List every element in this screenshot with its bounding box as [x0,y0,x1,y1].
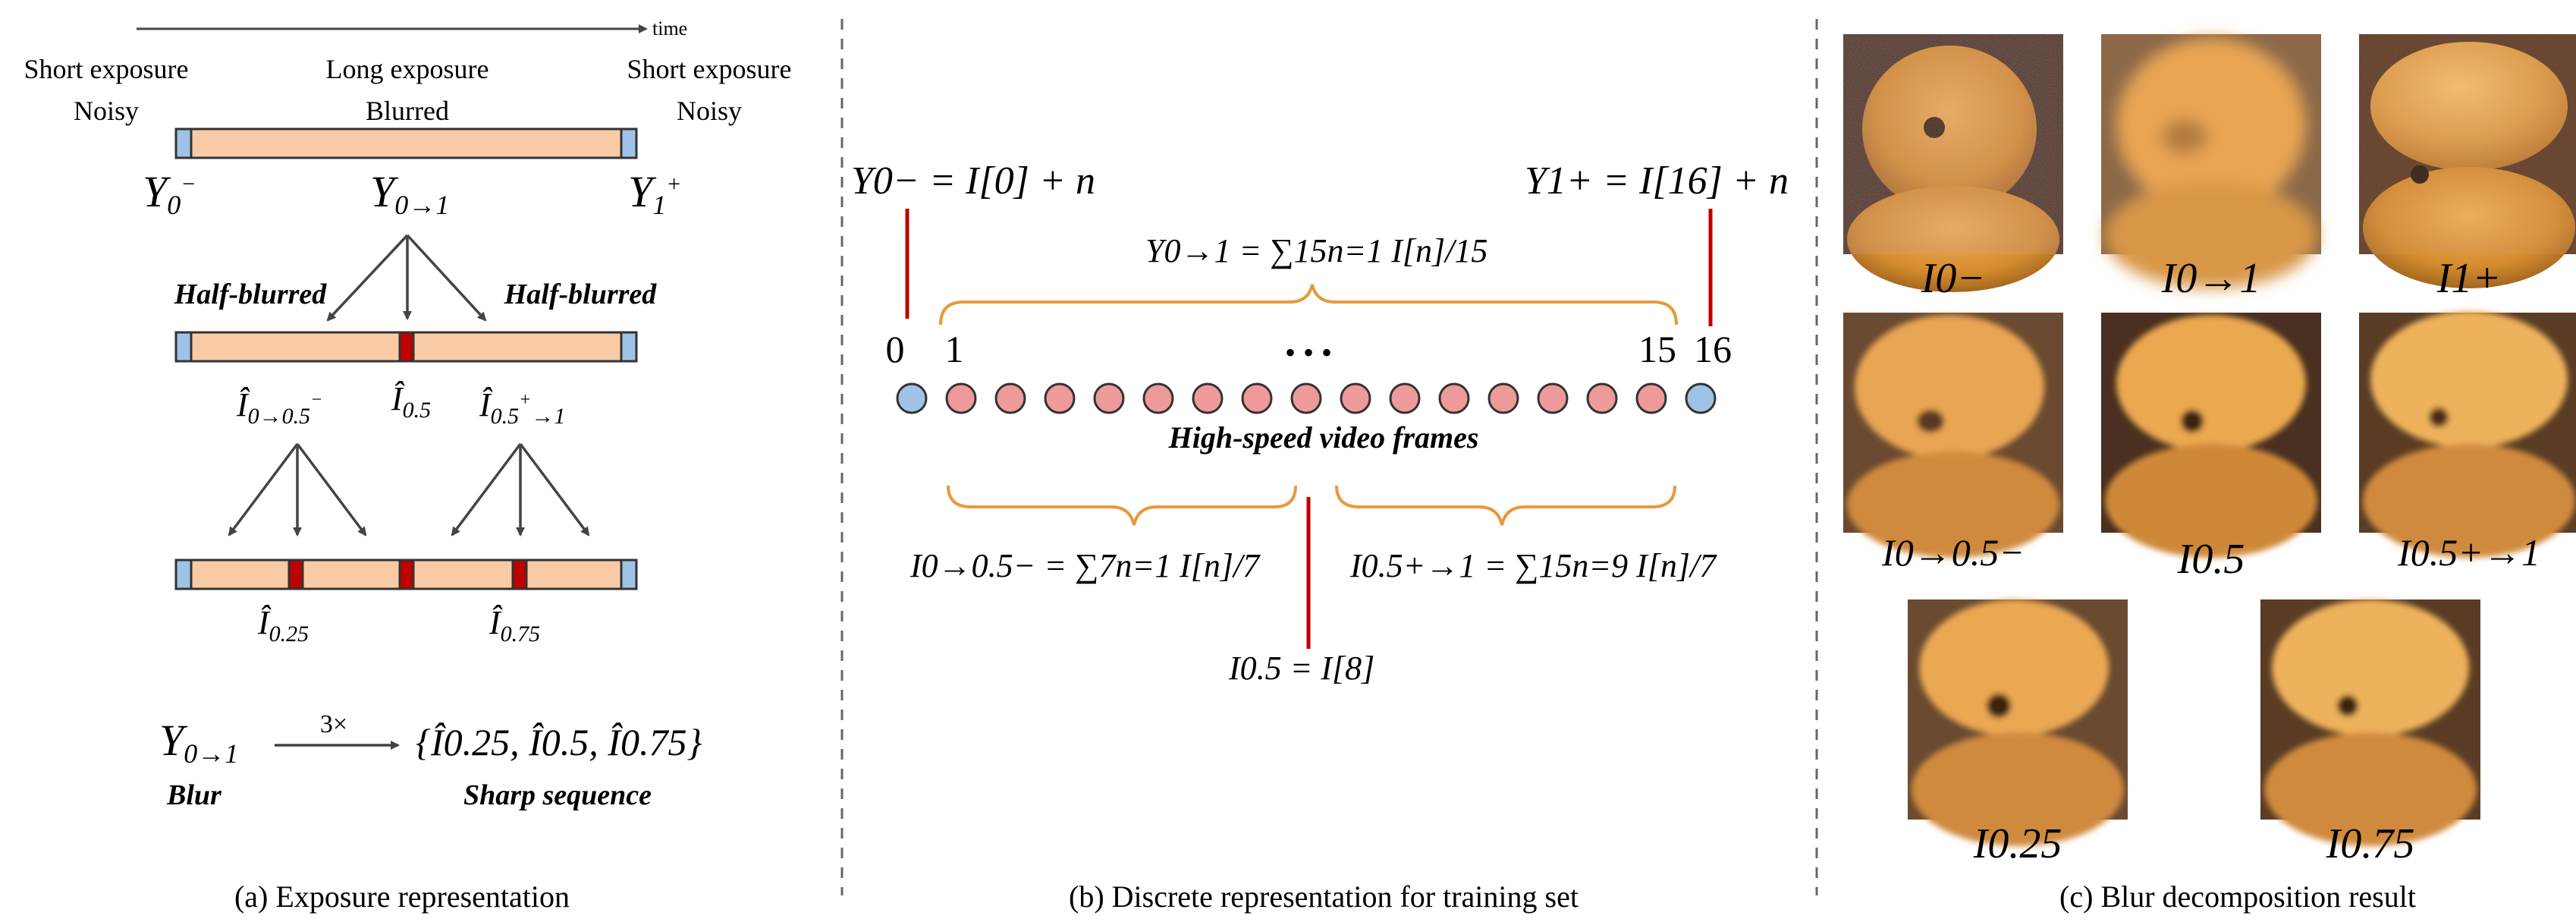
half-blurred-left: Half-blurred [174,278,328,310]
marker-075 [511,559,528,590]
label-i1plus: I1+ [2436,255,2501,302]
label-0: 0 [886,328,905,370]
arrow-split-left [326,234,409,322]
label-blurred: Blurred [366,96,449,126]
photo-i05 [2101,313,2321,558]
exposure-bar-1 [174,127,638,159]
frame-circle-9 [1340,382,1371,414]
y01-equation: Y0→1 = ∑15n=1 I[n]/15 [1145,232,1487,269]
arrow-3x-label: 3× [320,710,347,738]
photo-i075 [2260,599,2480,846]
frame-circle-11 [1438,382,1470,414]
label-i0minus: I0− [1921,255,1985,302]
frame-circle-10 [1389,382,1421,414]
panel-c: I0− I0→1 I1+ I0→0.5− I0.5 I0.5+→1 I0.25 … [1843,34,2576,914]
i-left-equation: I0→0.5− = ∑7n=1 I[n]/7 [909,547,1261,584]
label-long-exposure: Long exposure [326,54,489,84]
label-16: 16 [1694,328,1732,370]
i-075-label: Î0.75 [488,604,540,647]
i-05-1-label: Î0.5+→1 [479,386,565,429]
frames-label: High-speed video frames [1168,420,1479,455]
frame-circle-15 [1635,382,1667,414]
y0minus-label: Y0− [143,167,196,220]
brace-right [1335,485,1676,526]
label-noisy-right: Noisy [677,96,742,126]
frame-circle-16 [1685,382,1717,414]
label-1: 1 [945,328,964,370]
i-05-label: Î0.5 [391,380,431,423]
i-025-label: Î0.25 [257,604,309,647]
label-short-exposure-left: Short exposure [24,54,189,84]
label-noisy-left: Noisy [74,96,139,126]
brace-left [947,485,1297,526]
y0to1-label: Y0→1 [370,167,449,220]
arrow-fork-1c [296,442,367,537]
frame-circle-1 [945,382,977,414]
photo-i05-1 [2359,311,2576,558]
label-i0-05minus: I0→0.5− [1881,531,2025,574]
caption-b: (b) Discrete representation for training… [1069,880,1579,914]
exposure-bar-2 [174,331,638,363]
y0-equation: Y0− = I[0] + n [851,159,1095,203]
frame-circle-8 [1290,382,1322,414]
frame-circle-4 [1093,382,1125,414]
frame-circle-6 [1192,382,1224,414]
frame-circle-14 [1586,382,1618,414]
label-15: 15 [1638,328,1676,370]
photo-i0to1 [2101,34,2321,288]
caption-a: (a) Exposure representation [234,880,570,914]
frame-circle-7 [1241,382,1273,414]
panel-b: Y0− = I[0] + n Y1+ = I[16] + n Y0→1 = ∑1… [851,159,1789,914]
photo-i025 [1908,599,2128,846]
frame-circle-12 [1487,382,1519,414]
photo-i0minus [1843,34,2063,292]
frame-circle-0 [896,382,928,414]
frame-circle-2 [994,382,1026,414]
frame-circles [896,382,1717,414]
ellipsis: • • • [1285,335,1332,370]
brace-top [939,284,1678,326]
blur-label: Blur [166,779,222,811]
i-mid-equation: I0.5 = I[8] [1228,650,1374,687]
photo-i1plus [2359,34,2576,288]
frame-circle-5 [1142,382,1174,414]
caption-c: (c) Blur decomposition result [2059,880,2416,914]
frame-circle-3 [1044,382,1076,414]
y1-equation: Y1+ = I[16] + n [1525,159,1789,203]
label-i0to1: I0→1 [2161,255,2261,302]
formula-right: {Î0.25, Î0.5, Î0.75} [416,721,702,763]
label-i05: I0.5 [2177,536,2245,583]
arrow-fork-1a [228,442,299,537]
time-label: time [652,17,687,39]
photo-i0-05minus [1843,313,2063,558]
arrow-fork-2a [451,442,522,537]
panel-a: time Short exposure Noisy Long exposure … [24,17,792,914]
half-blurred-right: Half-blurred [504,278,658,310]
y1plus-label: Y1+ [628,167,682,220]
formula-left: Y0→1 [159,716,238,769]
label-i05-1: I0.5+→1 [2397,531,2540,574]
i-0-05-label: Î0→0.5− [236,386,322,429]
label-i025: I0.25 [1973,820,2062,867]
marker-05b [398,559,415,590]
marker-025 [287,559,304,590]
exposure-bar-3 [174,559,638,590]
label-short-exposure-right: Short exposure [627,54,792,84]
sharp-sequence-label: Sharp sequence [463,779,652,811]
arrow-split-right [406,234,487,322]
frame-circle-13 [1537,382,1569,414]
label-i075: I0.75 [2326,820,2415,867]
i-right-equation: I0.5+→1 = ∑15n=9 I[n]/7 [1349,547,1717,584]
marker-05 [398,331,415,363]
arrow-fork-2c [519,442,590,537]
